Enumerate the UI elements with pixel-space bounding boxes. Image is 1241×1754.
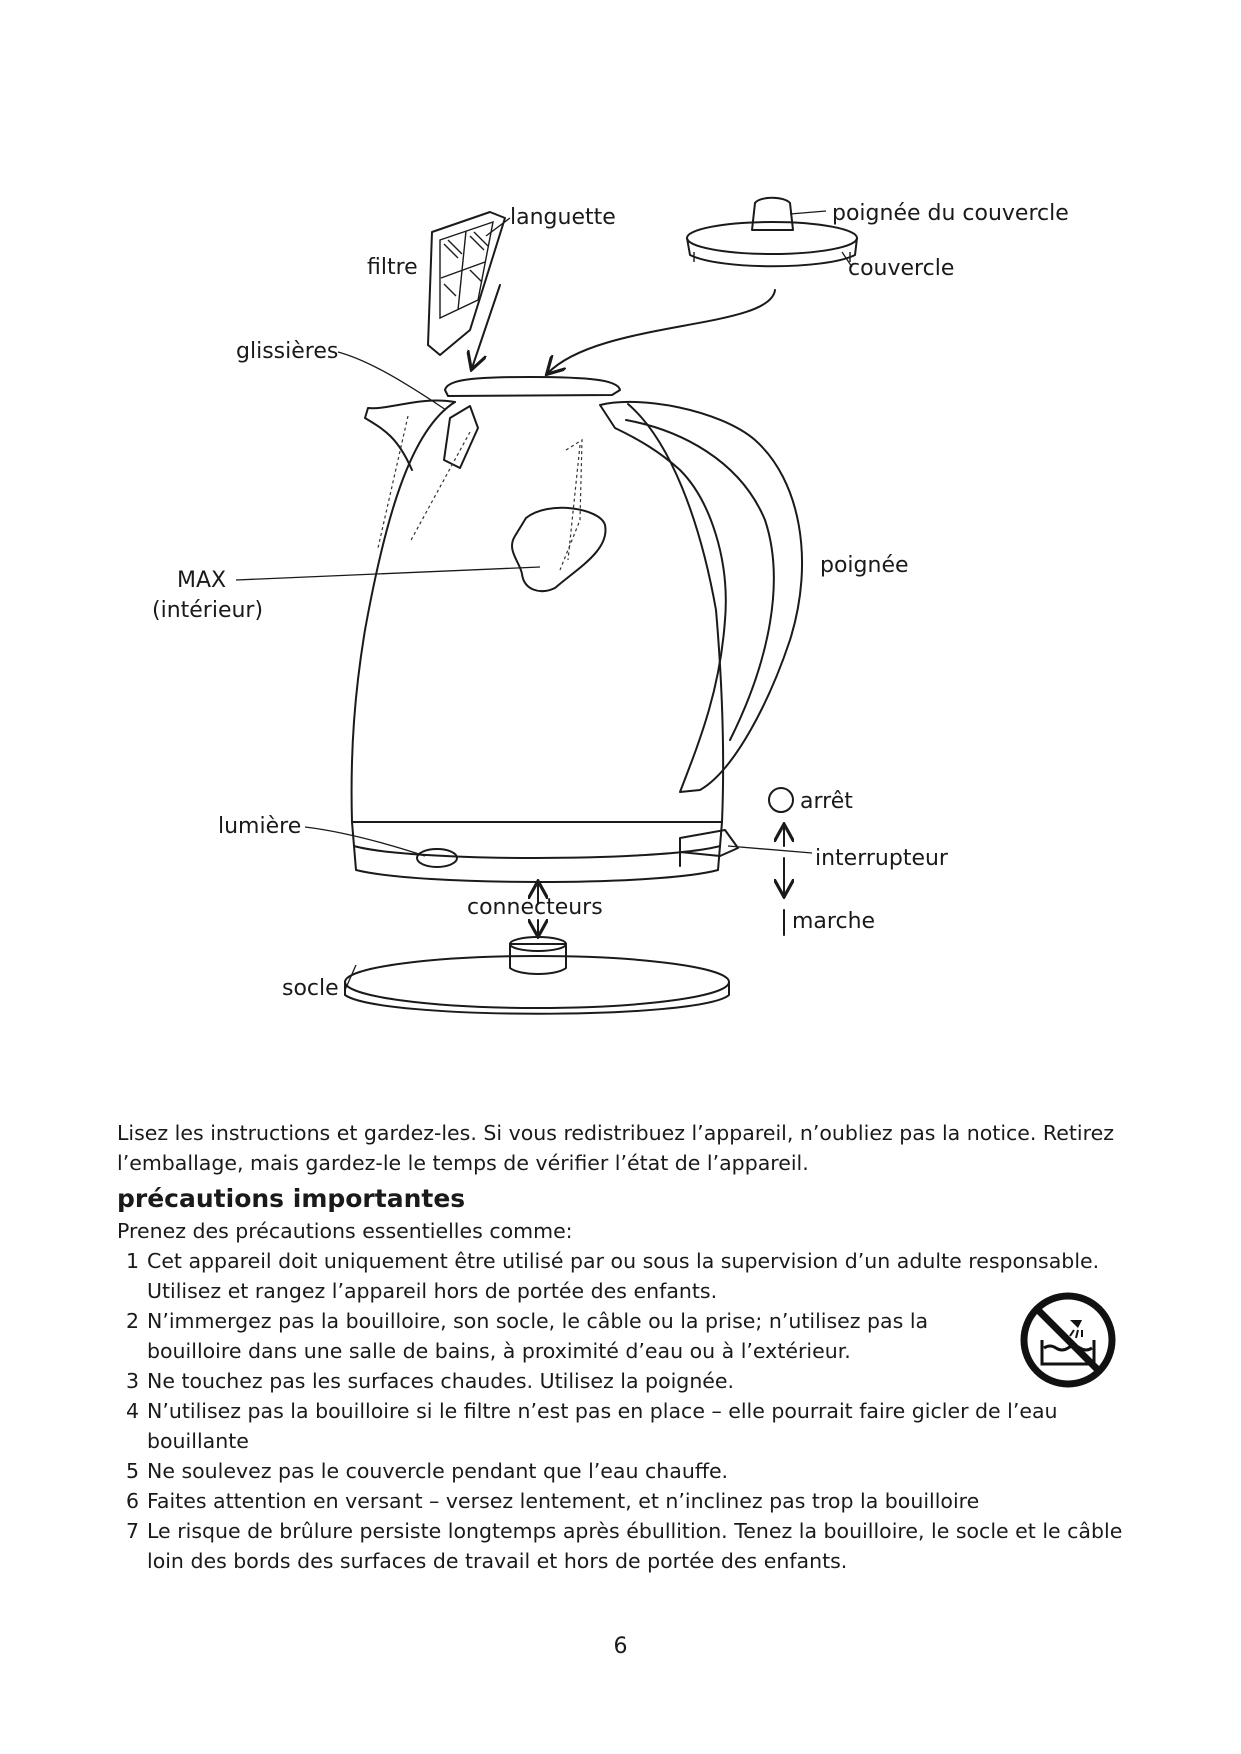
label-interrupteur: interrupteur (815, 846, 949, 871)
lid-illustration (686, 196, 858, 268)
label-couvercle: couvercle (848, 256, 954, 281)
label-languette: languette (510, 205, 616, 230)
item-number: 1 (126, 1249, 140, 1273)
label-max: MAX (177, 568, 226, 593)
label-interieur: (intérieur) (152, 598, 263, 623)
precaution-item-4: 4 N’utilisez pas la bouilloire si le fil… (117, 1396, 1137, 1456)
precaution-item-6: 6 Faites attention en versant – versez l… (117, 1486, 1137, 1516)
no-water-immersion-icon (1020, 1292, 1116, 1388)
instructions-text: Lisez les instructions et gardez-les. Si… (117, 1118, 1137, 1576)
item-text: Faites attention en versant – versez len… (147, 1489, 980, 1513)
item-text: Ne touchez pas les surfaces chaudes. Uti… (147, 1369, 735, 1393)
label-filtre: filtre (367, 255, 418, 280)
precautions-list: 1 Cet appareil doit uniquement être util… (117, 1246, 1137, 1576)
label-poignee: poignée (820, 553, 909, 578)
item-text: N’utilisez pas la bouilloire si le filtr… (147, 1399, 1058, 1453)
precaution-item-2: 2 N’immergez pas la bouilloire, son socl… (117, 1306, 1137, 1366)
label-lumiere: lumière (218, 814, 301, 839)
item-text: N’immergez pas la bouilloire, son socle,… (147, 1309, 929, 1363)
precaution-item-1: 1 Cet appareil doit uniquement être util… (117, 1246, 1137, 1306)
base-illustration (344, 936, 730, 1015)
kettle-diagram: languette filtre poignée du couvercle co… (152, 196, 1069, 1015)
precaution-item-7: 7 Le risque de brûlure persiste longtemp… (117, 1516, 1137, 1576)
label-arret: arrêt (800, 789, 853, 814)
lead-in-text: Prenez des précautions essentielles comm… (117, 1219, 573, 1243)
label-glissieres: glissières (236, 339, 338, 364)
section-heading: précautions importantes (117, 1184, 466, 1213)
intro-paragraph: Lisez les instructions et gardez-les. Si… (117, 1121, 1114, 1175)
label-marche: marche (792, 909, 875, 934)
filter-illustration (427, 211, 506, 356)
item-number: 7 (126, 1519, 140, 1543)
label-socle: socle (282, 976, 339, 1001)
item-number: 6 (126, 1489, 140, 1513)
item-text: Ne soulevez pas le couvercle pendant que… (147, 1459, 729, 1483)
item-text: Le risque de brûlure persiste longtemps … (147, 1519, 1123, 1573)
label-connecteurs: connecteurs (467, 895, 603, 920)
item-number: 3 (126, 1369, 140, 1393)
item-number: 4 (126, 1399, 140, 1423)
item-text: Cet appareil doit uniquement être utilis… (147, 1249, 1100, 1303)
precaution-item-3: 3 Ne touchez pas les surfaces chaudes. U… (117, 1366, 1137, 1396)
item-number: 2 (126, 1309, 140, 1333)
item-number: 5 (126, 1459, 140, 1483)
page-number: 6 (613, 1634, 628, 1659)
precaution-item-5: 5 Ne soulevez pas le couvercle pendant q… (117, 1456, 1137, 1486)
kettle-illustration (350, 376, 804, 883)
label-poignee-couvercle: poignée du couvercle (832, 201, 1069, 226)
